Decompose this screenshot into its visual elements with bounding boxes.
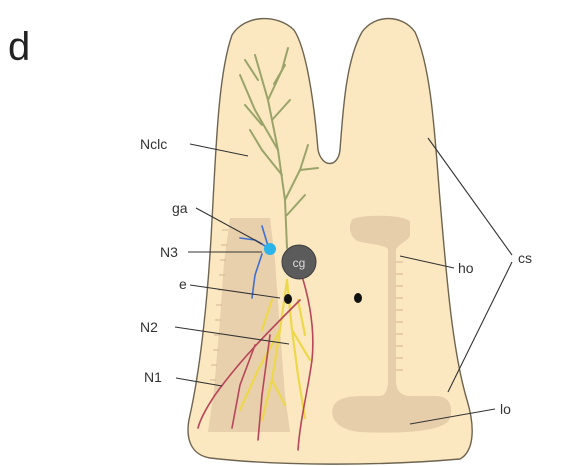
eye-spot-left — [284, 294, 292, 304]
panel-letter: d — [8, 25, 30, 69]
label-n2: N2 — [140, 319, 158, 335]
label-cg: cg — [293, 256, 306, 270]
label-ga: ga — [172, 200, 188, 216]
label-n3: N3 — [160, 244, 178, 260]
label-ho: ho — [458, 260, 474, 276]
label-cs: cs — [518, 250, 532, 266]
label-nclc: Nclc — [140, 136, 167, 152]
label-n1: N1 — [144, 369, 162, 385]
ga-node — [264, 243, 276, 255]
label-e: e — [179, 276, 187, 292]
label-lo: lo — [500, 401, 511, 417]
eye-spot-right — [354, 293, 362, 303]
